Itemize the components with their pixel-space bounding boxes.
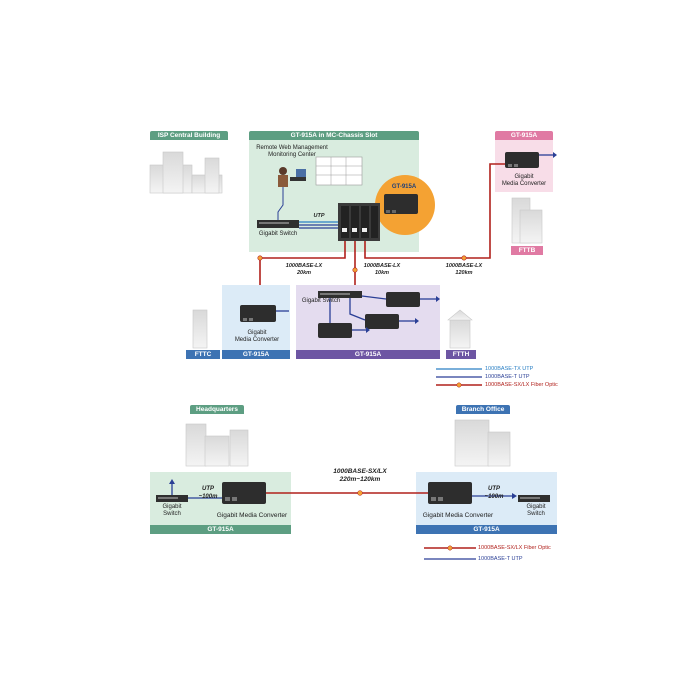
hq-utp-label: UTP ~100m (198, 486, 218, 500)
branch-model-tag: GT-915A (416, 525, 557, 534)
gigabit-switch-icon (257, 220, 299, 228)
branch-converter-label: Gigabit Media Converter (422, 512, 494, 519)
link-fttc-label: 1000BASE-LX 20km (285, 263, 323, 276)
legend-bottom-item-0: 1000BASE-SX/LX Fiber Optic (478, 545, 551, 551)
fttc-device-label: Gigabit Media Converter (234, 330, 280, 343)
legend-top-item-0: 1000BASE-TX UTP (485, 366, 534, 372)
mid-switch-label: Gigabit Switch (301, 298, 341, 304)
branch-title-tag: Branch Office (456, 405, 510, 414)
chassis-utp-label: UTP (313, 213, 325, 219)
legend-bottom-item-1: 1000BASE-T UTP (478, 556, 523, 562)
monitor-wall-icon (315, 156, 363, 186)
mc-chassis-icon (338, 203, 380, 241)
link-fttb-label: 1000BASE-LX 120km (445, 263, 483, 276)
fttb-tag: FTTB (511, 246, 543, 255)
branch-switch-label: Gigabit Switch (526, 504, 546, 517)
fiber-links-top (259, 163, 505, 300)
fttc-model-tag: GT-915A (222, 350, 290, 359)
branch-utp-label: UTP ~100m (484, 486, 504, 500)
fttb-building-icon (511, 197, 543, 244)
ftth-building-icon (447, 309, 473, 349)
isp-title-tag: ISP Central Building (150, 131, 228, 140)
chassis-title-tag: GT-915A in MC-Chassis Slot (249, 131, 419, 140)
fttb-title-tag: GT-915A (495, 131, 553, 140)
legend-top-item-1: 1000BASE-T UTP (485, 374, 530, 380)
legend-top-item-2: 1000BASE-SX/LX Fiber Optic (485, 382, 558, 388)
fttc-tag: FTTC (186, 350, 220, 359)
link-center-label: 1000BASE-LX 10km (363, 263, 401, 276)
ftth-model-tag: GT-915A (296, 350, 440, 359)
hq-converter-label: Gigabit Media Converter (216, 512, 288, 519)
hq-model-tag: GT-915A (150, 525, 291, 534)
callout-label: GT-915A (391, 184, 417, 190)
operator-icon (278, 167, 306, 187)
ftth-tag: FTTH (446, 350, 476, 359)
hq-title-tag: Headquarters (190, 405, 244, 414)
hq-switch-label: Gigabit Switch (162, 504, 182, 517)
fttb-device-label: Gigabit Media Converter (501, 174, 547, 187)
hq-building-icon (185, 423, 249, 467)
isp-building-icon (149, 151, 223, 194)
bottom-link-label: 1000BASE-SX/LX 220m~120km (333, 468, 387, 483)
chassis-switch-label: Gigabit Switch (258, 231, 298, 237)
branch-building-icon (454, 419, 511, 467)
fttc-building-icon (192, 309, 208, 349)
mgmt-label: Remote Web Management Monitoring Center (256, 145, 328, 158)
